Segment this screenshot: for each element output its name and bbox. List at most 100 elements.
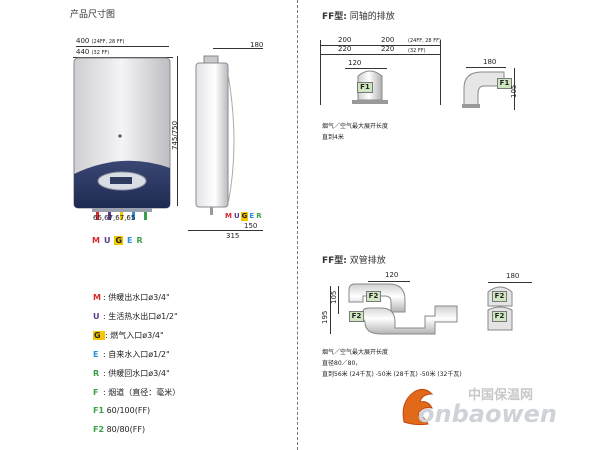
- legend-code-F2: F2: [93, 425, 105, 434]
- dim-width-440-value: 440: [76, 48, 90, 56]
- ff2-dim-180: 180: [506, 272, 520, 280]
- legend-code-F: F: [93, 388, 99, 397]
- code-E: E: [127, 236, 133, 245]
- legend-text-U: 生活热水出口ø1/2": [108, 312, 178, 321]
- side-code-R: R: [256, 212, 262, 220]
- ff2-f2-label-c: F2: [492, 291, 507, 302]
- ff2-f2-label-b: F2: [349, 311, 364, 322]
- dim-side-315: 315: [226, 232, 240, 240]
- ff1-f1-label-a: F1: [357, 82, 373, 93]
- legend-text-M: 供暖出水口ø3/4": [108, 293, 170, 302]
- legend-code-G: G: [93, 331, 105, 340]
- ff2-dim-195: 195: [321, 310, 329, 324]
- ff1-dim-200-b: 200: [381, 36, 395, 44]
- dim-line-180-side: [213, 48, 263, 49]
- dim-line-height: [177, 56, 178, 206]
- ff1-caption-line2: 直到4米: [322, 134, 344, 141]
- ff1-dim-line-200: [320, 45, 440, 46]
- dim-width-440: 440 (32 FF): [76, 49, 109, 56]
- ff1-f1-label-b: F1: [497, 78, 512, 89]
- ff2-dim-line-120: [368, 281, 410, 282]
- legend-code-F1: F1: [93, 406, 105, 415]
- ff1-dim-105: 105: [510, 84, 518, 98]
- code-M: M: [92, 236, 100, 245]
- legend-code-R: R: [93, 369, 100, 378]
- legend-row-F2: F2 80/80(FF): [93, 425, 145, 434]
- code-R: R: [136, 236, 143, 245]
- dragon-logo-icon: [402, 388, 434, 426]
- ff1-dim-note-a: (24FF, 28 FF): [408, 38, 441, 44]
- code-U: U: [103, 236, 111, 245]
- ff1-right-wall: [440, 40, 441, 105]
- code-G: G: [114, 236, 124, 245]
- side-code-U: U: [233, 212, 240, 220]
- ff1-dim-line-220: [320, 54, 440, 55]
- ff1-title: FF型: 同轴的排放: [322, 9, 395, 22]
- boiler-side-view: [195, 55, 235, 215]
- ff2-title: FF型: 双管排放: [322, 253, 386, 266]
- ff1-dim-220-b: 220: [381, 45, 395, 53]
- boiler-front-view: [73, 57, 171, 220]
- legend-row-F: F: 烟道（直径：毫米）: [93, 388, 181, 397]
- legend-code-M: M: [93, 293, 101, 302]
- ff1-dim-note-b: (32 FF): [408, 48, 426, 54]
- ff1-dim-line-180: [466, 67, 506, 68]
- ff1-dim-200-a: 200: [338, 36, 352, 44]
- ff1-dim-line-105: [514, 68, 515, 110]
- side-code-E: E: [249, 212, 255, 220]
- legend-text-E: 自来水入口ø1/2": [108, 350, 170, 359]
- dim-line-315: [188, 230, 213, 231]
- dim-line-400: [76, 46, 169, 47]
- legend-row-U: U: 生活热水出口ø1/2": [93, 312, 178, 321]
- ff1-dim-220-a: 220: [338, 45, 352, 53]
- ff1-left-wall: [320, 40, 321, 105]
- ff1-caption-line1: 烟气／空气最大展开长度: [322, 123, 389, 130]
- ff2-title-prefix: FF型:: [322, 256, 347, 266]
- watermark-en: onbaowen: [418, 400, 557, 428]
- dim-line-150: [213, 230, 263, 231]
- ff2-f2-label-a: F2: [366, 291, 381, 302]
- ff2-caption-line1: 烟气／空气最大展开长度: [322, 349, 389, 356]
- dim-width-400-value: 400: [76, 37, 90, 45]
- ff2-dim-line-105: [338, 286, 339, 314]
- ff2-twin-vertical-flue: [487, 286, 513, 331]
- dim-side-180: 180: [250, 41, 264, 49]
- legend-row-M: M: 供暖出水口ø3/4": [93, 293, 170, 302]
- ff2-dim-105: 105: [330, 290, 338, 304]
- legend-text-F1: 60/100(FF): [106, 406, 151, 415]
- side-code-G: G: [240, 212, 249, 221]
- ff2-dim-120: 120: [385, 271, 399, 279]
- ff2-twin-elbow-flue: [348, 283, 458, 335]
- legend-code-U: U: [93, 312, 100, 321]
- panel-divider: [297, 0, 298, 450]
- legend-row-F1: F1 60/100(FF): [93, 406, 150, 415]
- legend-text-G: 燃气入口ø3/4": [110, 331, 164, 340]
- legend-text-F2: 80/80(FF): [106, 425, 146, 434]
- ff1-dim-line-120: [345, 68, 387, 69]
- ff2-dim-line-195: [330, 286, 331, 334]
- legend-text-R: 供暖回水口ø3/4": [108, 369, 170, 378]
- ff2-caption-line2: 直径80／80，: [322, 360, 362, 367]
- section-title-dimensions: 产品尺寸图: [70, 10, 116, 20]
- ff2-dim-line-180: [488, 282, 532, 283]
- legend-row-G: G: 燃气入口ø3/4": [93, 331, 164, 340]
- dim-width-400: 400 (24FF, 28 FF): [76, 38, 125, 45]
- ff2-caption-line3: 直到56米 (24千瓦) -50米 (28千瓦) -50米 (32千瓦): [322, 371, 462, 378]
- ff2-f2-label-d: F2: [492, 311, 507, 322]
- dim-width-440-note: (32 FF): [91, 50, 110, 56]
- ff1-title-text: 同轴的排放: [349, 12, 395, 22]
- ff1-dim-120: 120: [348, 59, 362, 67]
- watermark-cn: 中国保温网: [468, 388, 534, 403]
- legend-row-E: E: 自来水入口ø1/2": [93, 350, 170, 359]
- legend-text-F: 烟道（直径：毫米）: [108, 388, 181, 397]
- dim-side-150: 150: [244, 222, 258, 230]
- legend-code-E: E: [93, 350, 99, 359]
- dim-height: 745/750: [171, 120, 179, 150]
- dim-connection-spacing: 65,67,67,65: [93, 214, 136, 222]
- ff2-title-text: 双管排放: [349, 256, 386, 266]
- dim-width-400-note: (24FF, 28 FF): [91, 39, 125, 45]
- ff1-title-prefix: FF型:: [322, 12, 347, 22]
- ff1-dim-180: 180: [483, 58, 497, 66]
